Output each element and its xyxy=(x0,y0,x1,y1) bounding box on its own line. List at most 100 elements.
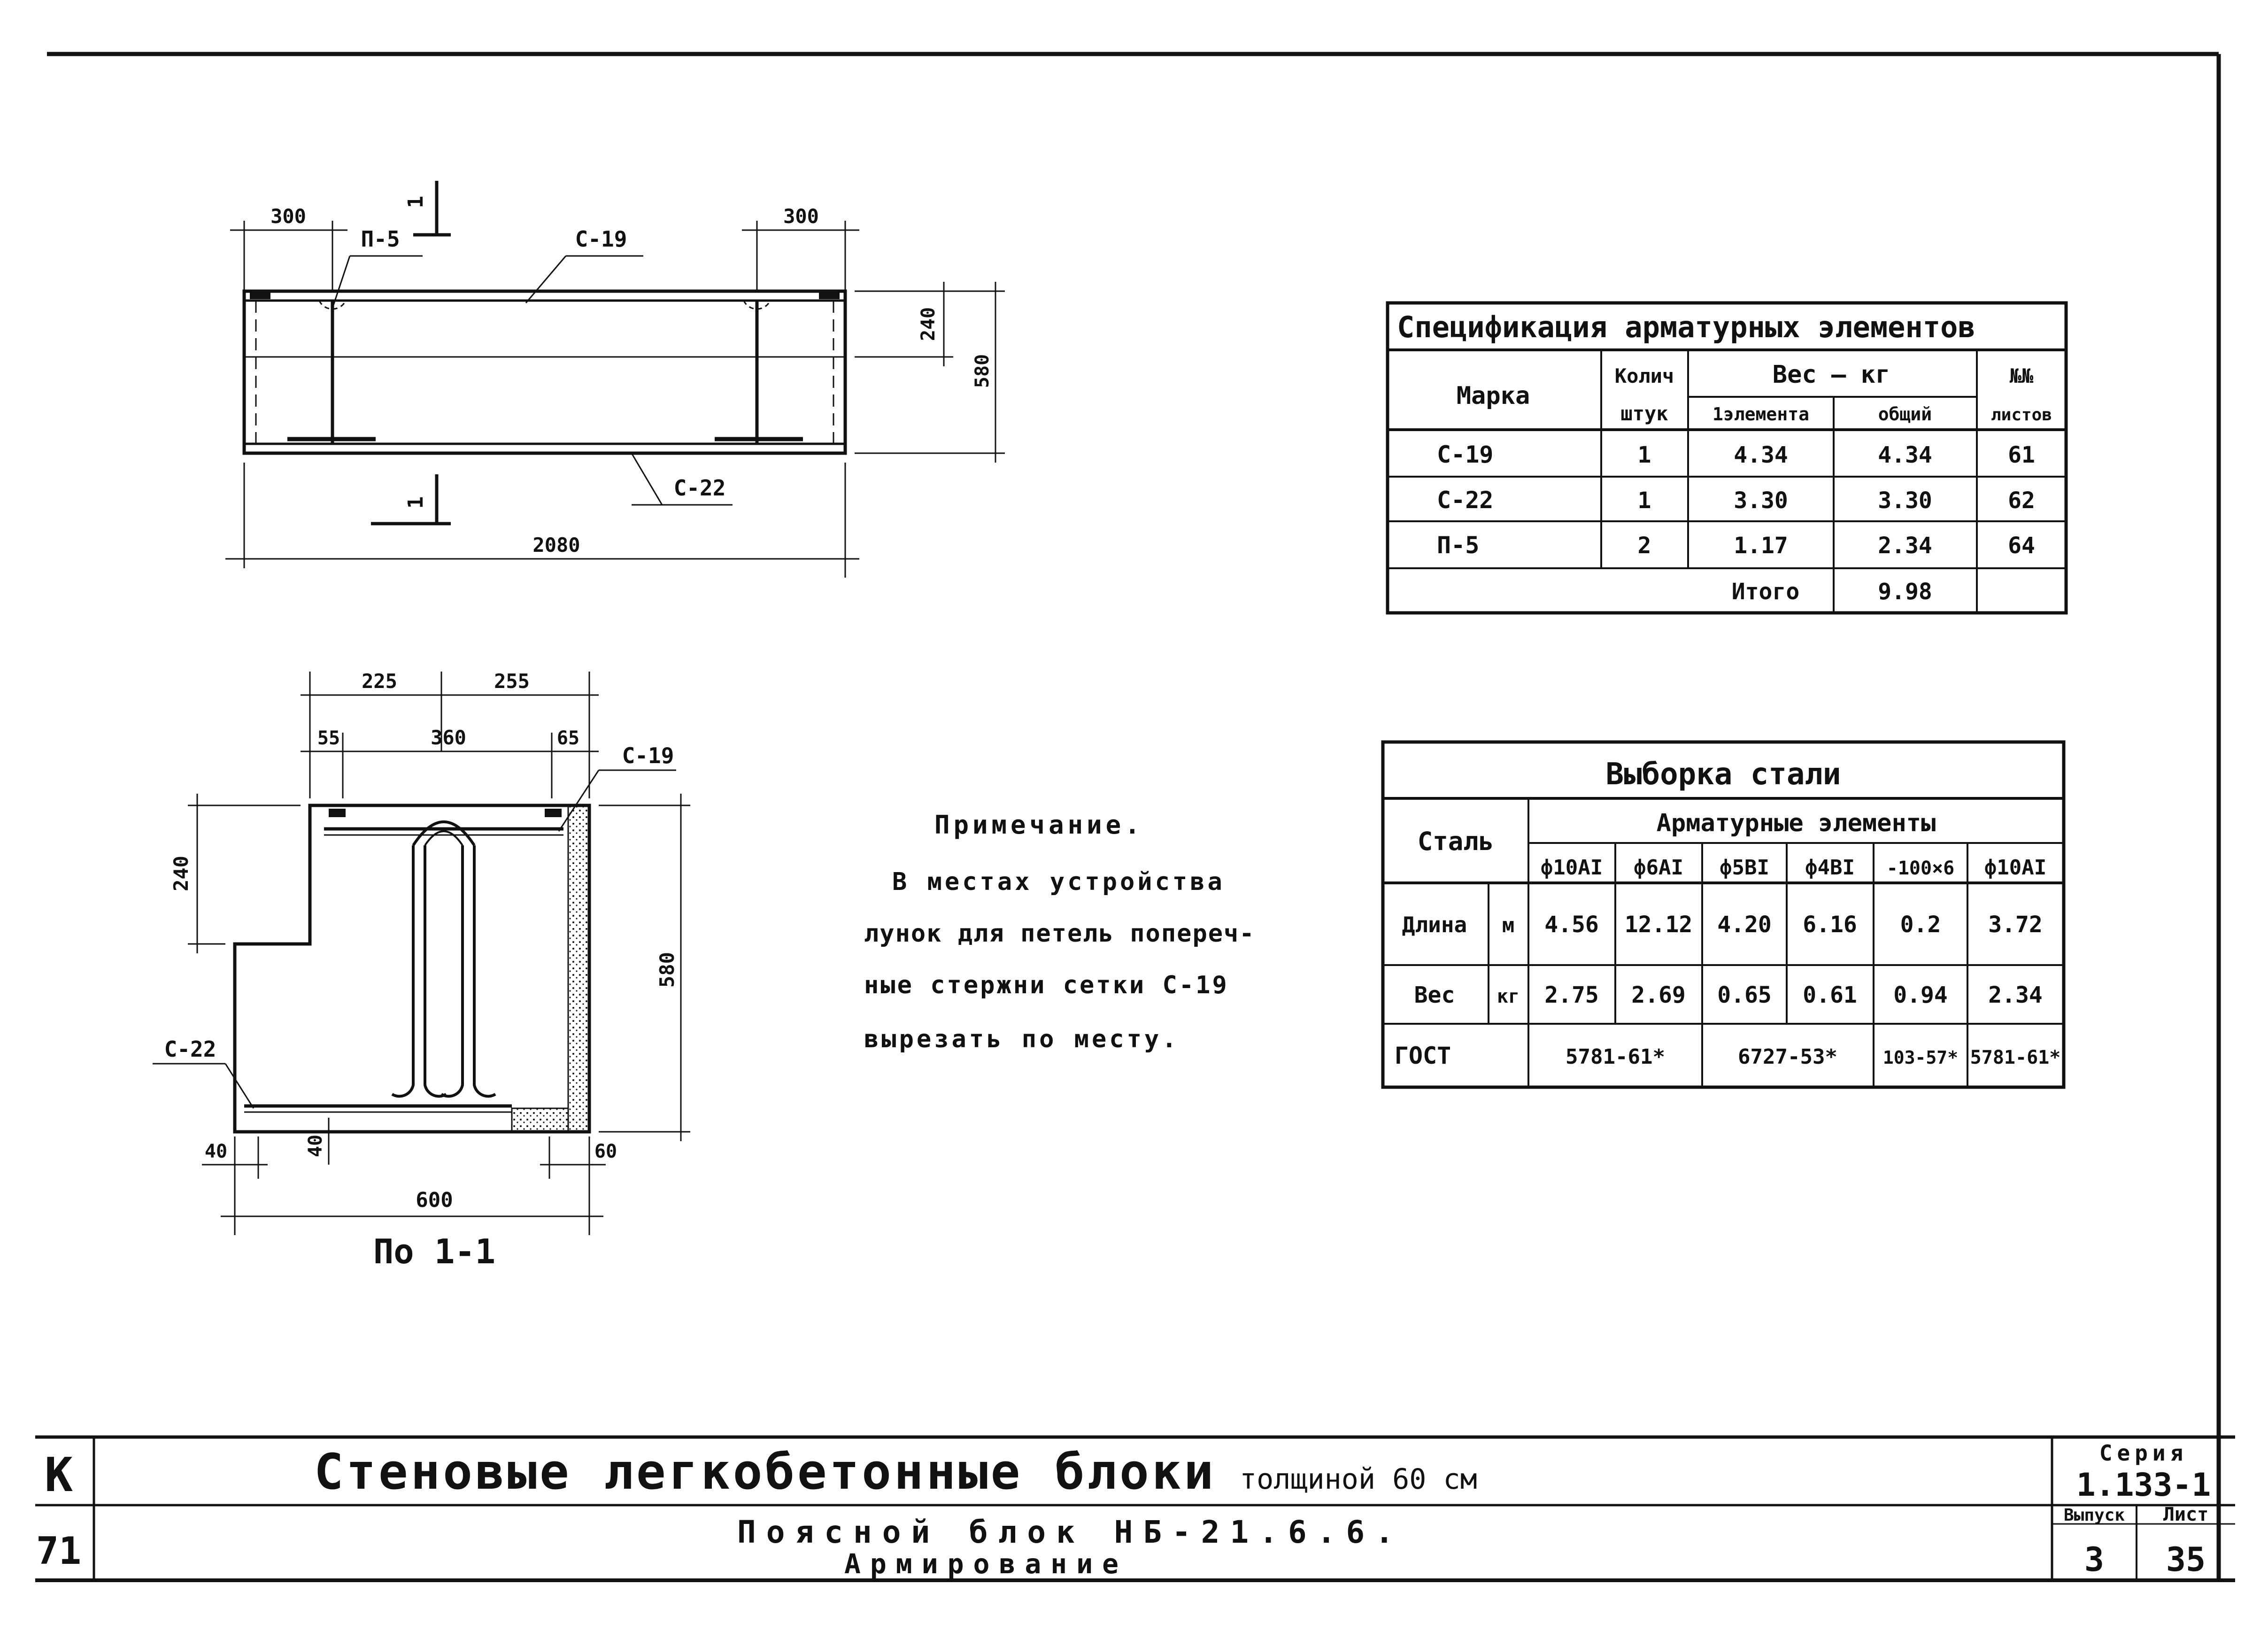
steel-weight-label: Вес xyxy=(1414,982,1455,1008)
title-block-subtitle: Поясной блок НБ-21.6.6. xyxy=(737,1514,1404,1550)
spec-header-qty2: штук xyxy=(1620,402,1668,425)
spec-cell-sheet: 62 xyxy=(2008,487,2035,514)
section-dim-255: 255 xyxy=(494,670,530,693)
spec-cell-total: 4.34 xyxy=(1878,442,1932,468)
section-mark-bottom: 1 xyxy=(404,496,428,509)
spec-header-mark: Марка xyxy=(1457,382,1530,410)
steel-rows: Длина м 4.56 12.12 4.20 6.16 0.2 3.72 Ве… xyxy=(1395,912,2061,1069)
note-line-3: ные стержни сетки С-19 xyxy=(864,971,1229,999)
steel-length-unit: м xyxy=(1502,913,1515,937)
section-dim-240: 240 xyxy=(170,856,193,891)
spec-cell-qty: 1 xyxy=(1638,442,1651,468)
plan-label-p5: П-5 xyxy=(361,226,400,252)
section-view xyxy=(153,672,690,1235)
steel-col-0: ф10АI xyxy=(1541,856,1603,880)
title-block-issue-label: Выпуск xyxy=(2064,1506,2125,1525)
sheet-frame xyxy=(47,52,2221,1580)
spec-total-label: Итого xyxy=(1732,579,1800,605)
spec-total-value: 9.98 xyxy=(1878,579,1932,605)
section-dim-360: 360 xyxy=(431,726,466,749)
steel-weight-2: 0.65 xyxy=(1717,982,1772,1008)
spec-header-weight: Вес — кг xyxy=(1773,361,1890,389)
spec-header-sheet1: №№ xyxy=(2009,364,2034,387)
title-block-series-label: Серия xyxy=(2099,1440,2188,1466)
table-row: П-5 2 1.17 2.34 64 xyxy=(1437,532,2035,559)
steel-group-label: Арматурные элементы xyxy=(1657,809,1936,837)
steel-gost-0: 5781-61* xyxy=(1566,1045,1665,1069)
spec-cell-qty: 1 xyxy=(1638,487,1651,514)
plan-dim-240: 240 xyxy=(918,307,939,341)
plan-dim-length: 2080 xyxy=(532,533,580,557)
steel-weight-0: 2.75 xyxy=(1544,982,1599,1008)
spec-cell-total: 3.30 xyxy=(1878,487,1932,514)
section-dim-60: 60 xyxy=(594,1141,617,1162)
title-block-title-suffix: толщиной 60 см xyxy=(1240,1463,1477,1496)
table-row: Длина м 4.56 12.12 4.20 6.16 0.2 3.72 xyxy=(1402,912,2043,938)
section-dim-65: 65 xyxy=(557,727,579,749)
table-row: ГОСТ 5781-61* 6727-53* 103-57* 5781-61* xyxy=(1395,1042,2061,1069)
note-line-2: лунок для петель попереч- xyxy=(864,920,1255,948)
note-title: Примечание. xyxy=(934,810,1144,840)
steel-weight-3: 0.61 xyxy=(1803,982,1857,1008)
steel-weight-1: 2.69 xyxy=(1631,982,1686,1008)
steel-length-label: Длина xyxy=(1402,912,1467,937)
steel-title: Выборка стали xyxy=(1606,757,1841,792)
plan-dim-left: 300 xyxy=(270,205,306,228)
steel-label: Сталь xyxy=(1418,827,1494,856)
steel-col-2: ф5ВI xyxy=(1720,856,1769,880)
note: Примечание. В местах устройства лунок дл… xyxy=(864,810,1255,1053)
section-mark-top: 1 xyxy=(404,196,428,209)
spec-cell-qty: 2 xyxy=(1638,533,1651,559)
spec-cell-one: 3.30 xyxy=(1734,487,1788,514)
spec-title: Спецификация арматурных элементов xyxy=(1397,310,1975,344)
section-label-c22: С-22 xyxy=(164,1036,216,1062)
steel-length-4: 0.2 xyxy=(1900,912,1941,938)
section-caption: По 1-1 xyxy=(373,1232,495,1271)
spec-table: Спецификация арматурных элементов Марка … xyxy=(1386,301,2068,615)
section-dim-225: 225 xyxy=(362,670,397,693)
steel-weight-5: 2.34 xyxy=(1988,982,2043,1008)
steel-length-0: 4.56 xyxy=(1544,912,1599,938)
title-block-k: К xyxy=(45,1447,73,1502)
spec-cell-mark: С-22 xyxy=(1437,487,1493,514)
note-line-4: вырезать по месту. xyxy=(864,1025,1180,1053)
title-block-sheet-label: Лист xyxy=(2163,1504,2208,1525)
steel-length-1: 12.12 xyxy=(1625,912,1693,938)
section-dim-580: 580 xyxy=(656,952,679,988)
steel-length-5: 3.72 xyxy=(1988,912,2043,938)
spec-cell-mark: П-5 xyxy=(1437,532,1479,559)
title-block-sheet-value: 35 xyxy=(2166,1540,2206,1579)
steel-gost-3: 5781-61* xyxy=(1970,1047,2061,1068)
section-label-c19: С-19 xyxy=(622,743,674,768)
spec-header-qty1: Колич xyxy=(1615,364,1674,387)
table-row: Вес кг 2.75 2.69 0.65 0.61 0.94 2.34 xyxy=(1414,982,2043,1008)
title-block-title: Стеновые легкобетонные блоки xyxy=(314,1443,1216,1500)
steel-weight-4: 0.94 xyxy=(1893,982,1948,1008)
spec-rows: С-19 1 4.34 4.34 61 С-22 1 3.30 3.30 62 … xyxy=(1437,441,2035,605)
spec-cell-one: 1.17 xyxy=(1734,533,1788,559)
steel-length-2: 4.20 xyxy=(1717,912,1772,938)
title-block-issue-value: 3 xyxy=(2084,1540,2104,1579)
section-dim-40a: 40 xyxy=(205,1141,227,1162)
steel-length-3: 6.16 xyxy=(1803,912,1857,938)
section-labels: 225 255 55 360 65 240 580 40 40 60 600 С… xyxy=(164,670,679,1271)
title-block-series-value: 1.133-1 xyxy=(2076,1467,2211,1504)
plan-view xyxy=(225,181,1005,578)
plan-dim-580: 580 xyxy=(972,354,993,388)
plan-labels: 300 300 240 580 2080 П-5 С-19 С-22 1 1 xyxy=(270,196,993,557)
table-row: С-22 1 3.30 3.30 62 xyxy=(1437,487,2035,514)
section-dim-40b: 40 xyxy=(305,1135,326,1157)
steel-col-1: ф6АI xyxy=(1634,856,1683,880)
plan-dim-right: 300 xyxy=(783,205,819,228)
steel-gost-label: ГОСТ xyxy=(1395,1042,1451,1069)
spec-cell-sheet: 64 xyxy=(2008,533,2035,559)
steel-col-4: -100×6 xyxy=(1887,858,1955,879)
steel-weight-unit: кг xyxy=(1497,986,1520,1007)
section-dim-600: 600 xyxy=(416,1188,453,1212)
steel-gost-2: 103-57* xyxy=(1883,1047,1958,1068)
table-row: С-19 1 4.34 4.34 61 xyxy=(1437,441,2035,468)
title-block-subtitle2: Армирование xyxy=(844,1548,1128,1580)
spec-cell-sheet: 61 xyxy=(2008,442,2035,468)
steel-col-5: ф10АI xyxy=(1984,856,2046,880)
